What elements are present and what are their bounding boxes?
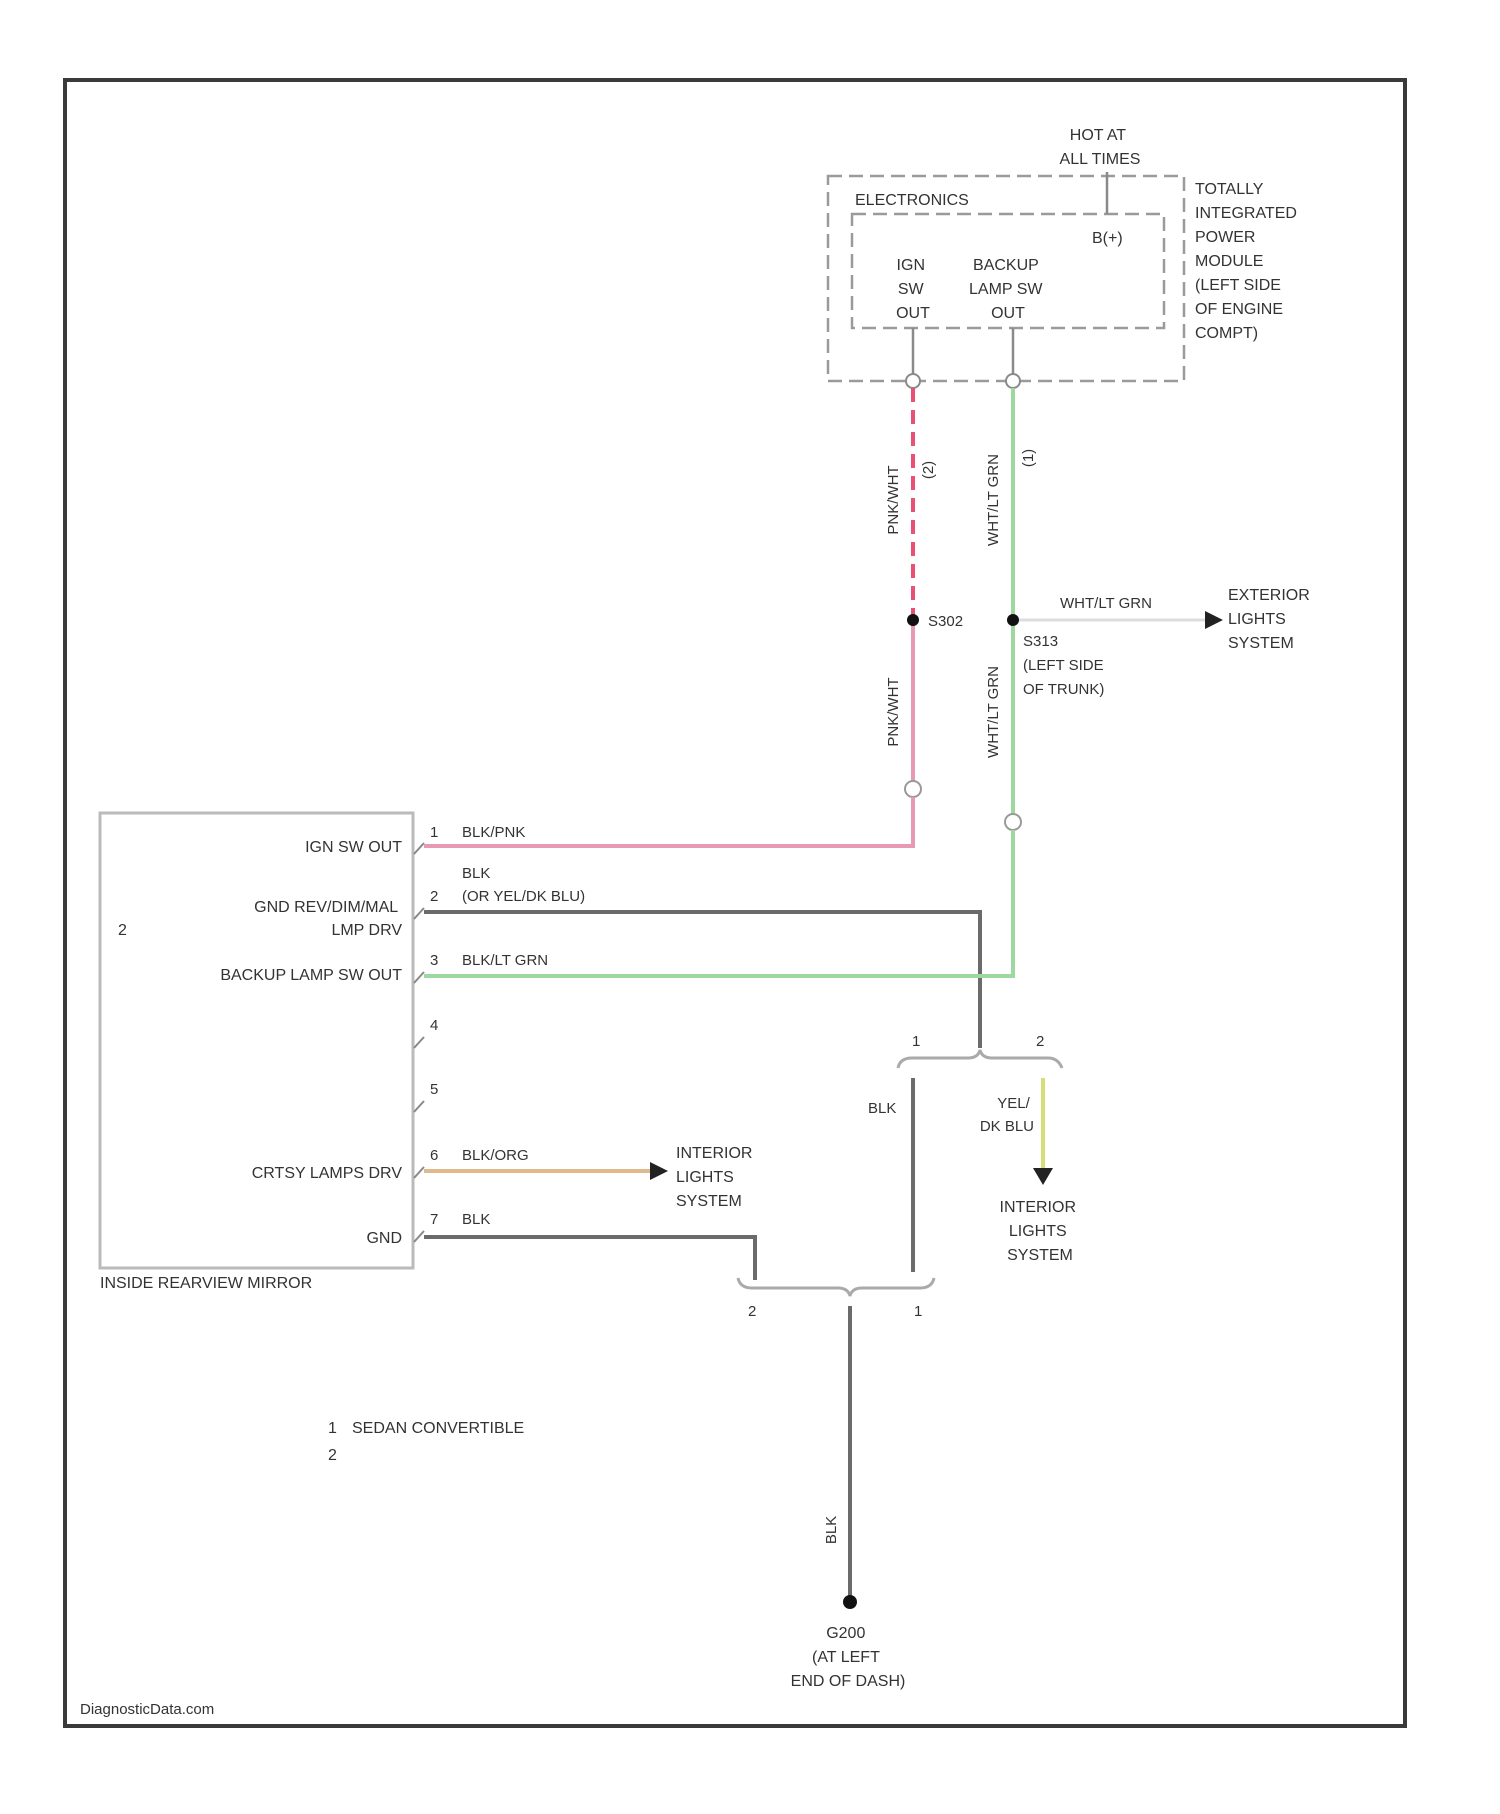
interior-arrow-2 — [1033, 1168, 1053, 1185]
ground-dot — [843, 1595, 857, 1609]
pin4-number: 4 — [430, 1017, 438, 1034]
upper-right-wire-note: (1) — [1020, 449, 1037, 467]
lower-right-wire-color: WHT/LT GRN — [985, 666, 1002, 758]
pin7-function: GND — [366, 1230, 402, 1247]
green-inline-connector — [1005, 814, 1021, 830]
upper-option-left-num: 1 — [912, 1033, 920, 1050]
pin6-number: 6 — [430, 1147, 438, 1164]
pin3-function: BACKUP LAMP SW OUT — [220, 967, 402, 984]
mirror-name: INSIDE REARVIEW MIRROR — [100, 1275, 312, 1292]
pin1-number: 1 — [430, 824, 438, 841]
interior-system-1-label: INTERIOR LIGHTS SYSTEM — [676, 1145, 757, 1210]
pin5-number: 5 — [430, 1081, 438, 1098]
pin7-gray-wire — [424, 1237, 755, 1280]
upper-option-right-num: 2 — [1036, 1033, 1044, 1050]
upper-left-wire-note: (2) — [920, 461, 937, 479]
ground-wire-color: BLK — [823, 1516, 840, 1544]
mirror-box — [100, 813, 413, 1268]
lower-option-left-num: 2 — [748, 1303, 756, 1320]
interior-arrow-1 — [650, 1162, 668, 1180]
pin7-wire: BLK — [462, 1211, 490, 1228]
interior-system-2-label: INTERIOR LIGHTS SYSTEM — [1000, 1199, 1081, 1264]
pink-inline-connector — [905, 781, 921, 797]
pin3-wire: BLK/LT GRN — [462, 952, 548, 969]
exterior-arrow — [1205, 611, 1223, 629]
tipm-backup-out-label: BACKUP LAMP SW OUT — [969, 257, 1047, 322]
tipm-fuse-label: B(+) — [1092, 230, 1123, 247]
footnote-2-num: 2 — [328, 1447, 337, 1464]
upper-option-left-wire: BLK — [868, 1100, 896, 1117]
tipm-side-label: TOTALLY INTEGRATED POWER MODULE (LEFT SI… — [1195, 181, 1301, 342]
watermark: DiagnosticData.com — [80, 1701, 214, 1718]
footnote-1-num: 1 — [328, 1420, 337, 1437]
pin2-wire: BLK (OR YEL/DK BLU) — [462, 865, 585, 905]
pin6-function: CRTSY LAMPS DRV — [252, 1165, 403, 1182]
splice-right-label: S313 (LEFT SIDE OF TRUNK) — [1023, 633, 1108, 698]
tipm-ign-out-label: IGN SW OUT — [896, 257, 930, 322]
splice-left-id: S302 — [928, 613, 963, 630]
pin1-wire: BLK/PNK — [462, 824, 525, 841]
lower-left-wire-color: PNK/WHT — [885, 677, 902, 746]
pin3-number: 3 — [430, 952, 438, 969]
upper-option-bracket — [898, 1050, 1062, 1068]
pin2-number: 2 — [430, 888, 438, 905]
splice-left-dot — [907, 614, 919, 626]
exterior-system-label: EXTERIOR LIGHTS SYSTEM — [1228, 587, 1314, 652]
splice-right-dot — [1007, 614, 1019, 626]
tipm-backup-connector — [1006, 374, 1020, 388]
ground-label: G200 (AT LEFT END OF DASH) — [791, 1625, 906, 1690]
footnote-1-text: SEDAN CONVERTIBLE — [352, 1420, 524, 1437]
tipm-power-label: HOT AT ALL TIMES — [1060, 127, 1141, 168]
upper-option-right-wire: YEL/ DK BLU — [980, 1095, 1034, 1135]
upper-right-wire-color: WHT/LT GRN — [985, 454, 1002, 546]
tipm-ign-connector — [906, 374, 920, 388]
tipm-electronics-label: ELECTRONICS — [855, 192, 969, 209]
pin1-function: IGN SW OUT — [305, 839, 402, 856]
upper-left-wire-color: PNK/WHT — [885, 465, 902, 534]
pin7-number: 7 — [430, 1211, 438, 1228]
pin6-wire: BLK/ORG — [462, 1147, 529, 1164]
pin2-gray-wire — [424, 912, 980, 1048]
mirror-note: 2 — [118, 922, 127, 939]
pin-ticks — [414, 843, 424, 1242]
pin2-function: GND REV/DIM/MAL LMP DRV — [254, 899, 402, 939]
exterior-branch-color: WHT/LT GRN — [1060, 595, 1152, 612]
lower-option-right-num: 1 — [914, 1303, 922, 1320]
lower-option-bracket — [738, 1278, 934, 1296]
